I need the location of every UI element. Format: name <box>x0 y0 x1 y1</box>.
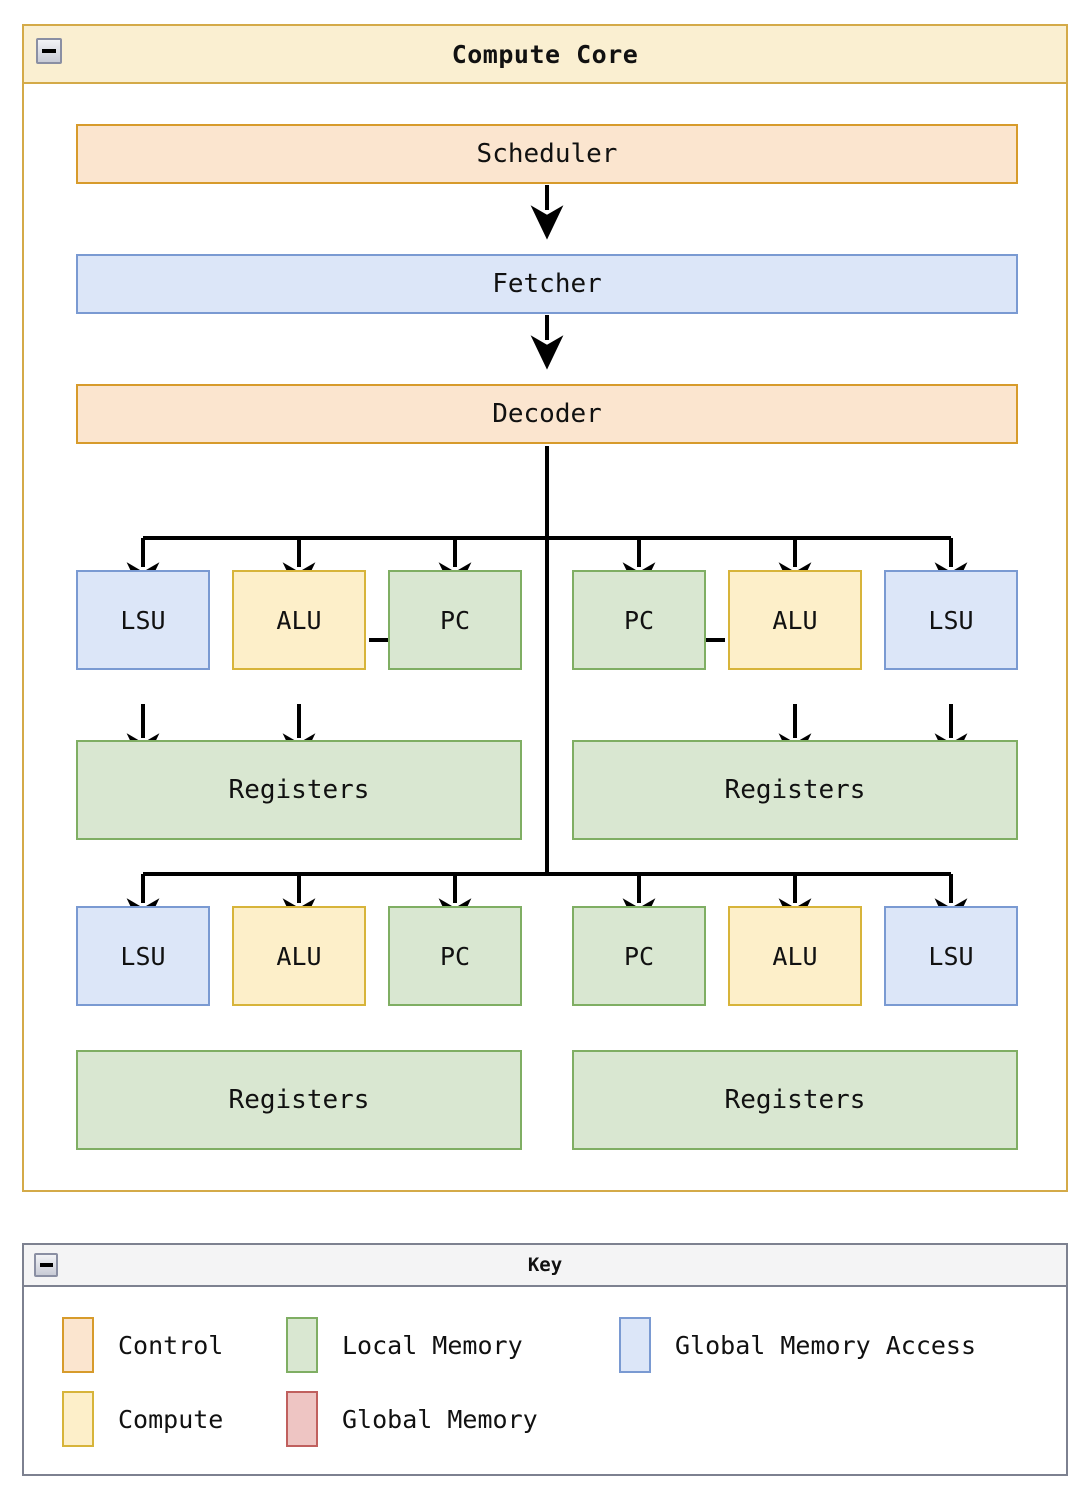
key-titlebar: Key <box>24 1245 1066 1287</box>
node-decoder-label: Decoder <box>492 399 602 429</box>
node-pc-bottom-left-label: PC <box>439 941 471 971</box>
node-alu-bottom-right-label: ALU <box>772 941 818 971</box>
key-item-local-memory: Local Memory <box>286 1317 523 1373</box>
node-registers-bottom-right[interactable]: Registers <box>572 1050 1018 1150</box>
node-lsu-bottom-left[interactable]: LSU <box>76 906 210 1006</box>
node-alu-bottom-left-label: ALU <box>276 941 322 971</box>
key-item-compute: Compute <box>62 1391 223 1447</box>
key-label-control: Control <box>118 1330 224 1360</box>
node-registers-bottom-left-label: Registers <box>228 1085 370 1115</box>
key-item-global-memory-access: Global Memory Access <box>619 1317 976 1373</box>
node-lsu-top-left[interactable]: LSU <box>76 570 210 670</box>
node-pc-top-right-label: PC <box>623 605 655 635</box>
node-registers-top-left[interactable]: Registers <box>76 740 522 840</box>
minus-icon[interactable] <box>36 38 62 64</box>
node-scheduler-label: Scheduler <box>476 139 618 169</box>
node-pc-bottom-left[interactable]: PC <box>388 906 522 1006</box>
key-label-global-memory-access: Global Memory Access <box>675 1330 977 1360</box>
node-lsu-top-right-label: LSU <box>928 605 974 635</box>
key-item-global-memory: Global Memory <box>286 1391 538 1447</box>
key-panel: Key Control Local Memory Global Memory A… <box>22 1243 1068 1476</box>
node-decoder[interactable]: Decoder <box>76 384 1018 444</box>
node-alu-bottom-right[interactable]: ALU <box>728 906 862 1006</box>
node-pc-top-right[interactable]: PC <box>572 570 706 670</box>
node-lsu-bottom-right-label: LSU <box>928 941 974 971</box>
minus-icon-bar <box>42 49 56 53</box>
node-registers-top-right[interactable]: Registers <box>572 740 1018 840</box>
node-fetcher-label: Fetcher <box>492 269 602 299</box>
node-alu-top-left-label: ALU <box>276 605 322 635</box>
key-label-global-memory: Global Memory <box>342 1404 538 1434</box>
key-body: Control Local Memory Global Memory Acces… <box>24 1287 1066 1474</box>
node-lsu-top-right[interactable]: LSU <box>884 570 1018 670</box>
node-registers-bottom-left[interactable]: Registers <box>76 1050 522 1150</box>
compute-core-title: Compute Core <box>451 39 639 69</box>
node-lsu-top-left-label: LSU <box>120 605 166 635</box>
key-title: Key <box>527 1254 563 1276</box>
node-pc-bottom-right-label: PC <box>623 941 655 971</box>
node-alu-top-right-label: ALU <box>772 605 818 635</box>
compute-core-panel: Compute Core <box>22 24 1068 1192</box>
node-alu-top-right[interactable]: ALU <box>728 570 862 670</box>
node-alu-bottom-left[interactable]: ALU <box>232 906 366 1006</box>
minus-icon-bar <box>39 1263 53 1267</box>
key-label-compute: Compute <box>118 1404 224 1434</box>
key-label-local-memory: Local Memory <box>342 1330 523 1360</box>
node-lsu-bottom-left-label: LSU <box>120 941 166 971</box>
node-pc-top-left-label: PC <box>439 605 471 635</box>
node-registers-top-left-label: Registers <box>228 775 370 805</box>
key-swatch-local-memory <box>286 1317 318 1373</box>
node-alu-top-left[interactable]: ALU <box>232 570 366 670</box>
node-scheduler[interactable]: Scheduler <box>76 124 1018 184</box>
node-registers-bottom-right-label: Registers <box>724 1085 866 1115</box>
key-swatch-control <box>62 1317 94 1373</box>
node-pc-bottom-right[interactable]: PC <box>572 906 706 1006</box>
node-lsu-bottom-right[interactable]: LSU <box>884 906 1018 1006</box>
compute-core-body: Scheduler Fetcher Decoder LSU ALU PC Reg… <box>24 84 1066 1190</box>
node-pc-top-left[interactable]: PC <box>388 570 522 670</box>
key-swatch-compute <box>62 1391 94 1447</box>
node-registers-top-right-label: Registers <box>724 775 866 805</box>
compute-core-titlebar: Compute Core <box>24 26 1066 84</box>
minus-icon[interactable] <box>34 1253 58 1277</box>
key-swatch-global-memory-access <box>619 1317 651 1373</box>
key-swatch-global-memory <box>286 1391 318 1447</box>
key-item-control: Control <box>62 1317 223 1373</box>
node-fetcher[interactable]: Fetcher <box>76 254 1018 314</box>
